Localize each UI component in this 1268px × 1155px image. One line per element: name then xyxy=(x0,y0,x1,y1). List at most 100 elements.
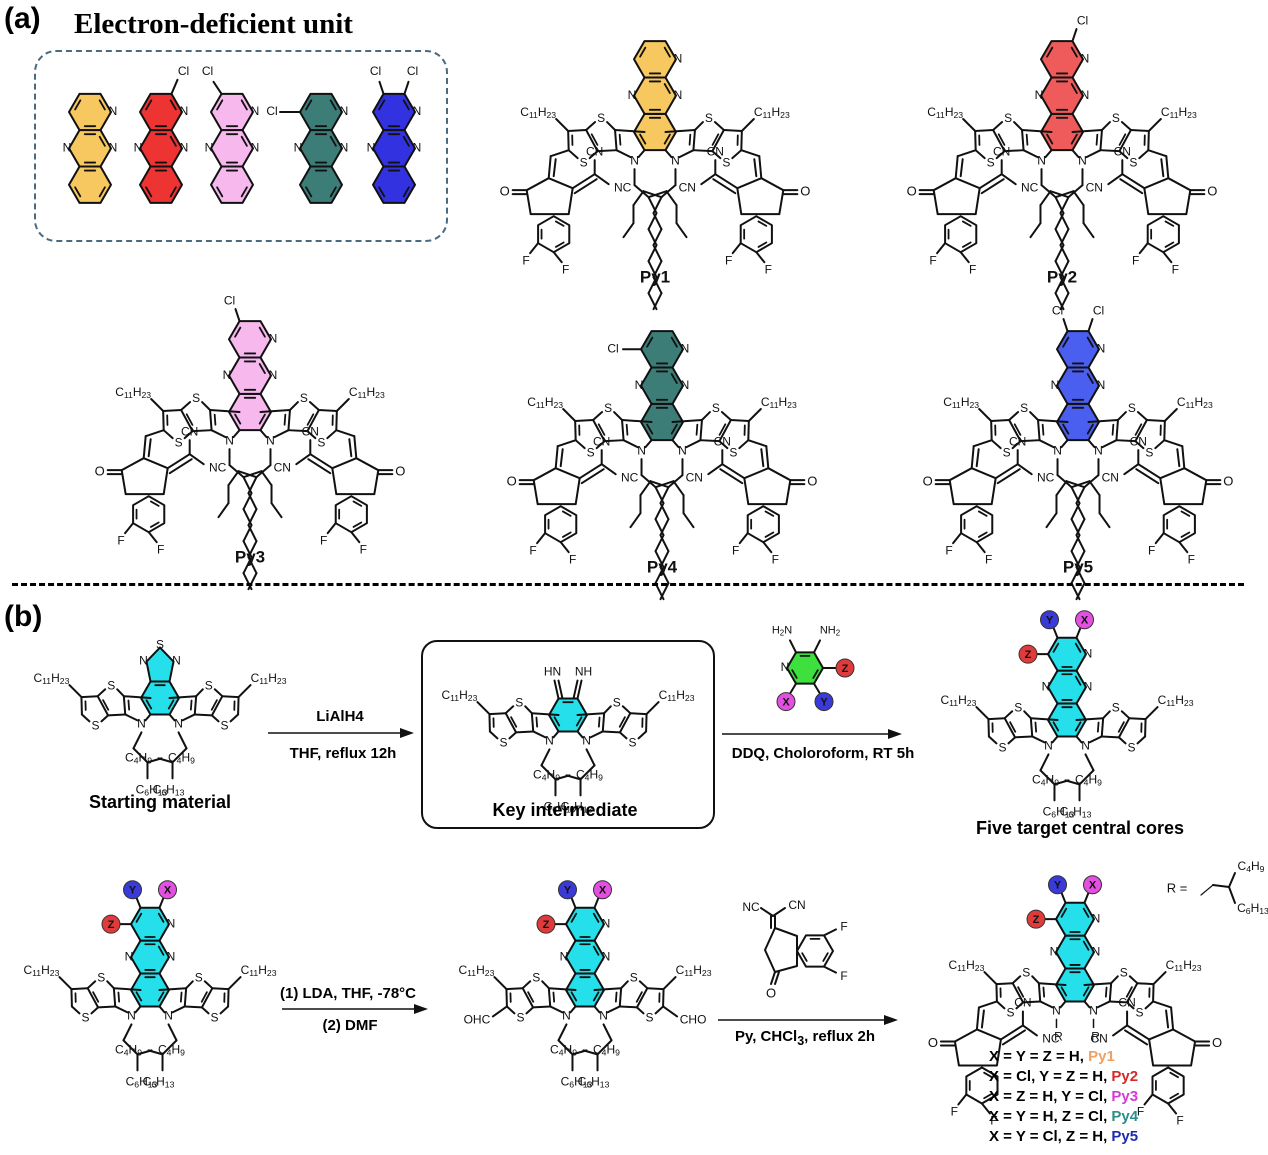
bond xyxy=(647,702,659,714)
cyano-label: NC xyxy=(614,180,632,194)
fluorine-label: F xyxy=(320,533,327,547)
bond xyxy=(1161,159,1163,176)
fluorine-label: F xyxy=(725,253,732,267)
bond xyxy=(144,436,146,458)
legend-row-py1: X = Y = Z = H, Py1 xyxy=(989,1047,1138,1067)
bond xyxy=(1139,150,1148,158)
cyano-label: CN xyxy=(586,144,603,158)
nitrogen-label: N xyxy=(172,654,181,668)
sulfur-label: S xyxy=(156,638,164,652)
bond xyxy=(761,449,763,466)
bond xyxy=(1076,487,1084,503)
pyridine-ring xyxy=(634,41,676,77)
bond xyxy=(239,685,251,697)
bond xyxy=(202,402,210,410)
indanone-ring xyxy=(122,458,168,494)
bond xyxy=(236,309,240,321)
oxygen-label: O xyxy=(907,184,917,199)
bond xyxy=(274,430,288,437)
cyano-label: NC xyxy=(742,900,760,914)
bond xyxy=(1024,711,1031,718)
bond xyxy=(578,681,582,699)
formula-label: C4H9 xyxy=(533,768,560,783)
chlorine-label: Cl xyxy=(266,104,277,118)
substituent-z-label: Z xyxy=(108,919,115,931)
bond xyxy=(1040,191,1050,205)
bond xyxy=(664,977,676,989)
bond xyxy=(748,440,766,446)
bond xyxy=(1043,988,1044,997)
nitrogen-label: N xyxy=(205,141,214,155)
benzene-ring xyxy=(373,167,415,203)
bond xyxy=(133,732,141,748)
formula-label: C4H9 xyxy=(125,751,152,766)
formula-label: C11H23 xyxy=(1161,105,1197,120)
bond xyxy=(749,409,761,421)
cyano-label: CN xyxy=(593,434,610,448)
bond xyxy=(1027,135,1028,145)
bond xyxy=(660,519,668,535)
fluorine-label: F xyxy=(522,253,529,267)
bond xyxy=(976,150,985,158)
bond xyxy=(963,119,975,131)
sulfur-label: S xyxy=(1014,700,1022,714)
formula-label: C11H23 xyxy=(940,693,976,708)
imine-label: NH xyxy=(575,665,592,679)
bond xyxy=(559,681,563,699)
nitrogen-label: N xyxy=(681,378,690,392)
bond xyxy=(1060,229,1068,245)
bond xyxy=(686,440,700,447)
substituent-x-label: X xyxy=(1089,880,1097,892)
bond xyxy=(608,1006,620,1012)
bond xyxy=(1014,122,1022,130)
difluorobenzene-ring xyxy=(1148,216,1179,252)
fluorine-label: F xyxy=(360,542,367,556)
bond xyxy=(1046,513,1056,527)
bond xyxy=(272,503,282,517)
bond xyxy=(169,1024,177,1040)
bond xyxy=(647,988,663,989)
bond xyxy=(135,1006,140,1012)
cyano-label: CN xyxy=(993,144,1010,158)
bond xyxy=(996,983,1012,984)
bond xyxy=(202,1007,209,1013)
bond xyxy=(337,399,349,411)
legend-product: Py2 xyxy=(1111,1068,1138,1085)
oxygen-label: O xyxy=(807,474,817,489)
bond xyxy=(1131,130,1149,131)
bond xyxy=(773,908,785,916)
bond xyxy=(722,412,731,420)
bond xyxy=(982,1010,984,1027)
bond xyxy=(516,731,533,732)
bond xyxy=(553,731,558,737)
bond xyxy=(958,150,976,156)
bond xyxy=(221,1006,229,1013)
bond xyxy=(1140,243,1148,253)
pyrazine-ring xyxy=(69,130,111,166)
nitrogen-label: N xyxy=(1081,51,1090,65)
chlorine-label: Cl xyxy=(202,64,213,78)
bond xyxy=(621,981,628,988)
bond xyxy=(977,1007,979,1029)
legend-product: Py3 xyxy=(1111,1088,1138,1105)
bond xyxy=(1122,122,1131,130)
bond xyxy=(525,706,532,713)
fluorine-label: F xyxy=(529,543,536,557)
bond xyxy=(1074,191,1084,205)
bond xyxy=(766,446,768,468)
nitrogen-label: N xyxy=(1089,1004,1098,1018)
bond xyxy=(1145,1094,1153,1104)
formula-label: C11H23 xyxy=(441,688,477,703)
chlorine-label: Cl xyxy=(224,293,235,307)
formula-label: C11H23 xyxy=(754,105,790,120)
sulfur-label: S xyxy=(516,1011,524,1025)
bond xyxy=(984,972,996,984)
nitrogen-label: N xyxy=(251,141,260,155)
bond xyxy=(754,159,756,176)
nitrogen-label: N xyxy=(599,1009,608,1023)
bond xyxy=(975,131,976,150)
bond xyxy=(212,988,228,989)
bond xyxy=(1022,130,1024,150)
